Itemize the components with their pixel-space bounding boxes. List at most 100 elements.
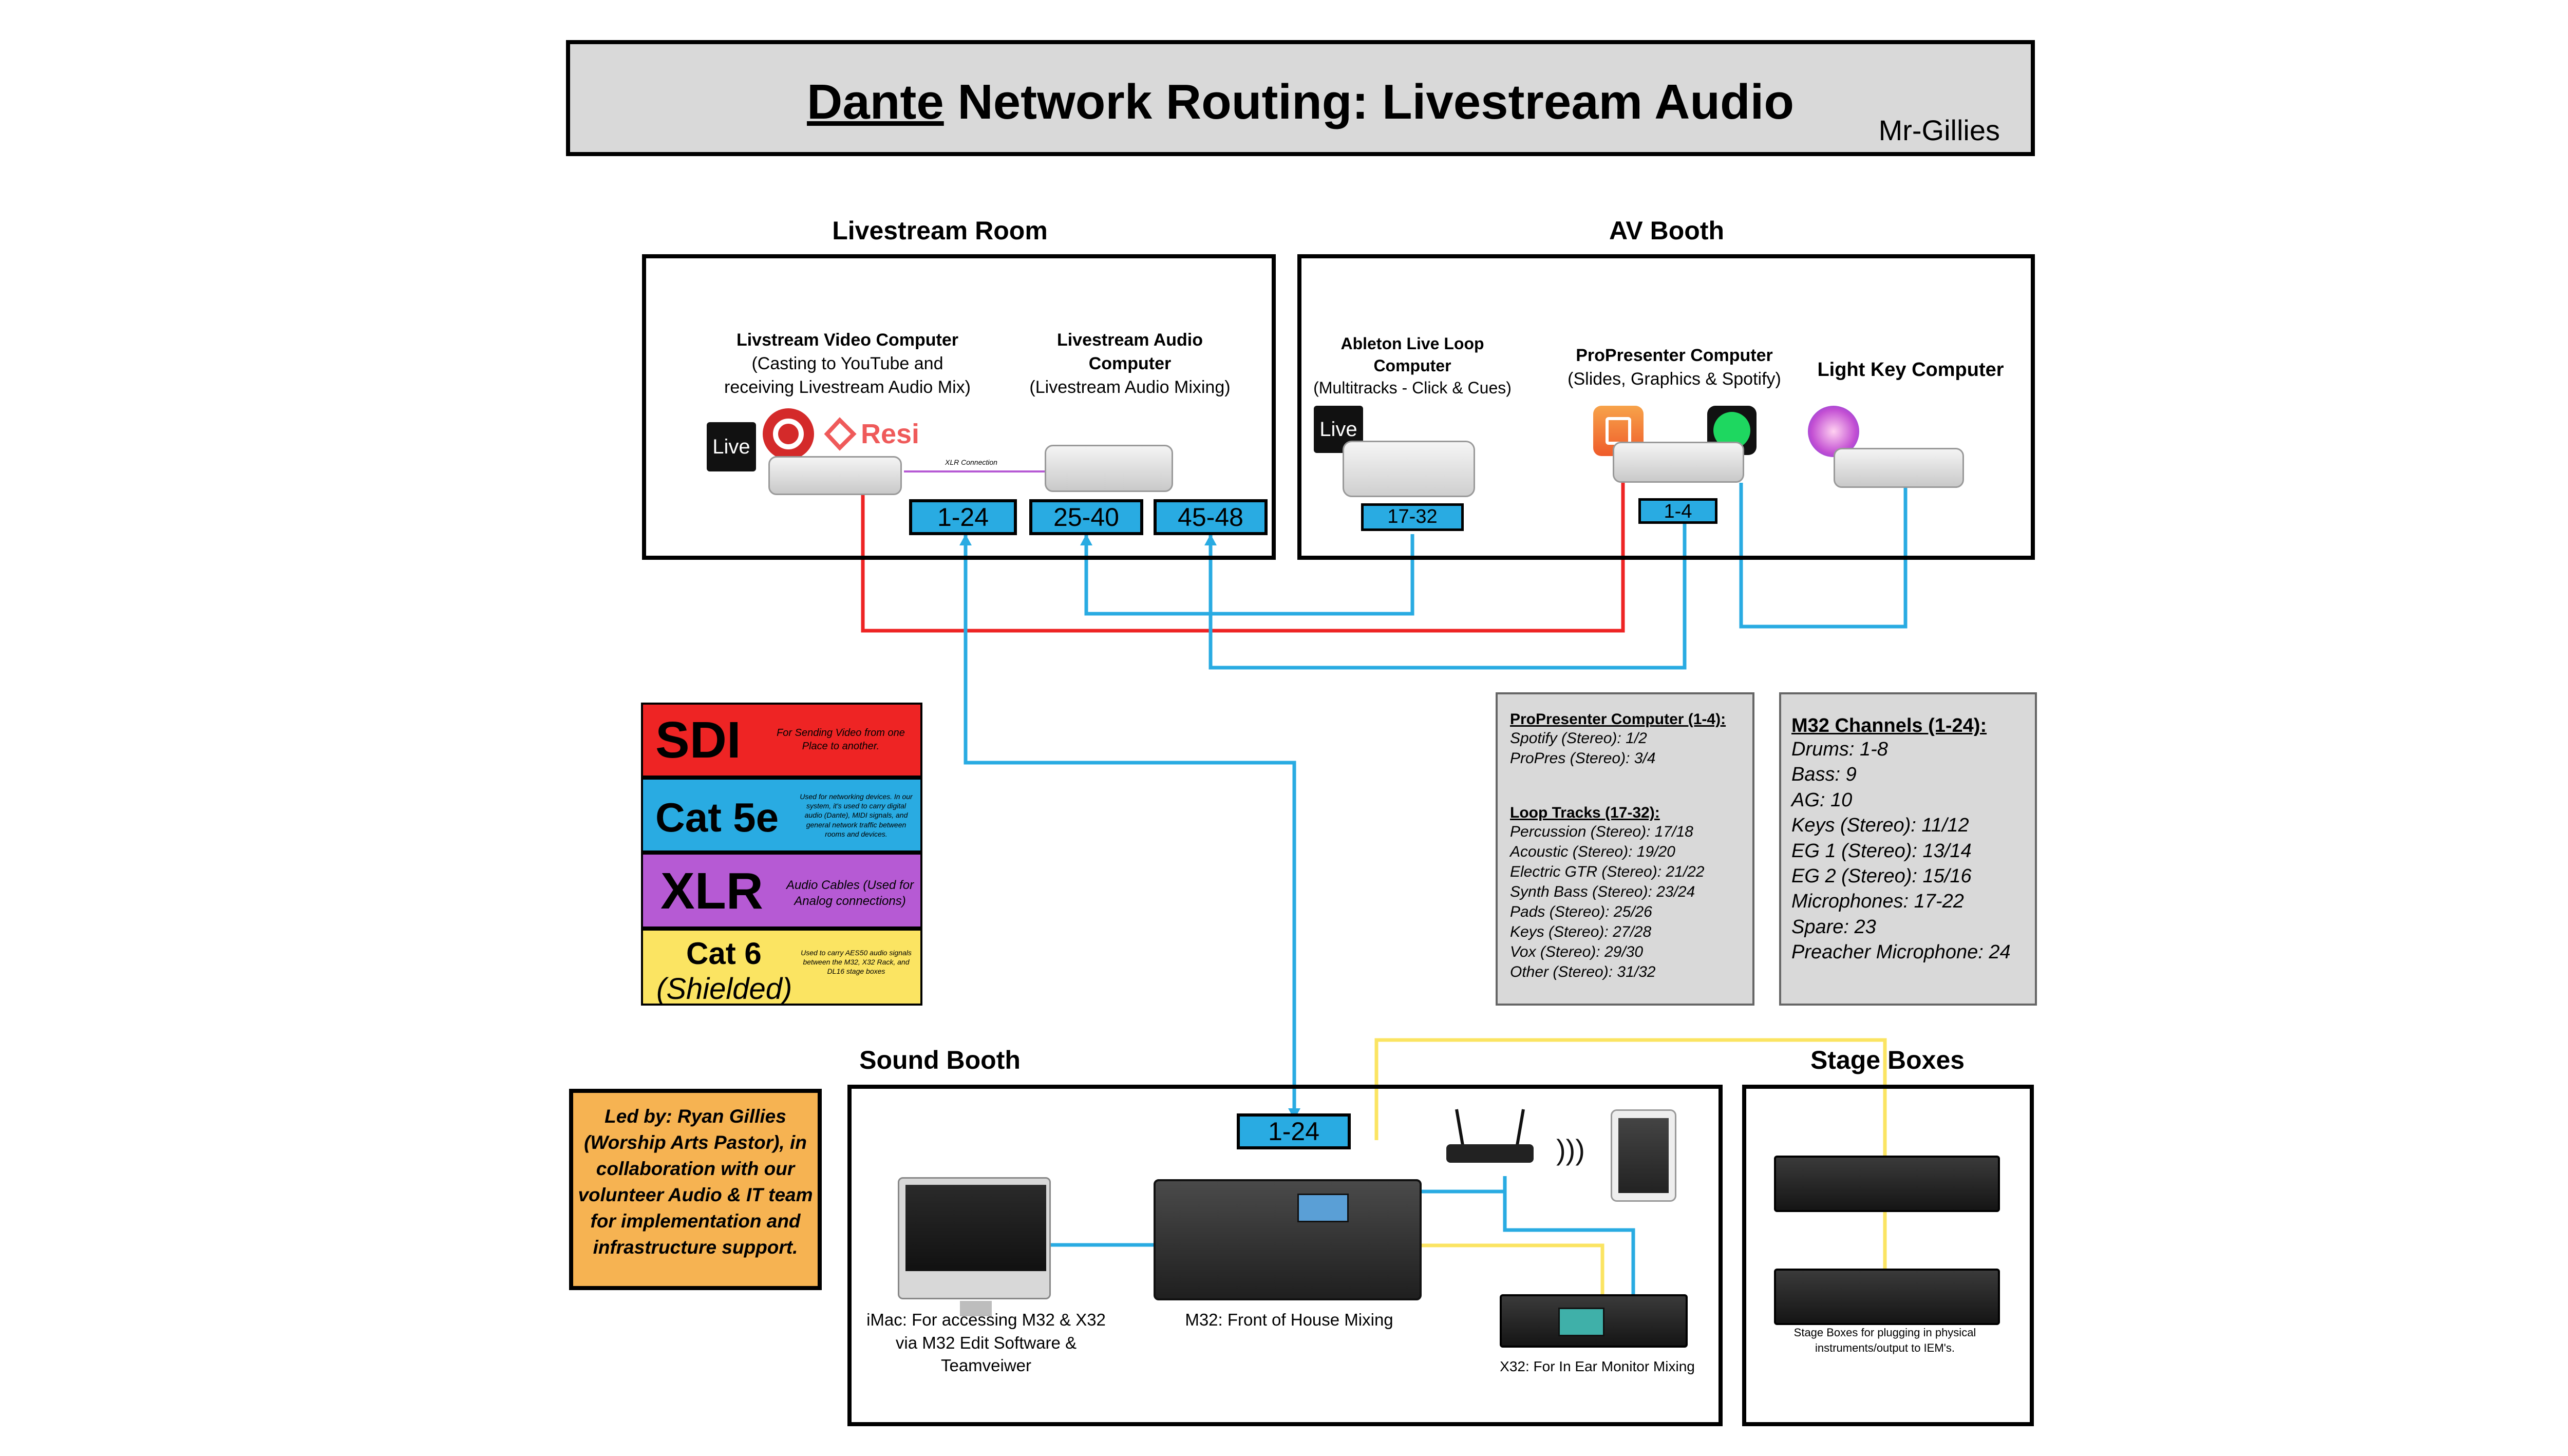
imac-caption-3: Teamveiwer [940,1356,1032,1375]
arrow-head [1080,534,1092,545]
m32-channel-line: EG 1 (Stereo): 13/14 [1791,840,1972,862]
propresenter-info-heading: ProPresenter Computer (1-4): [1510,711,1726,728]
obs-record-icon [763,408,814,460]
stage-box-top [1774,1156,2000,1212]
loop-tracks-heading: Loop Tracks (17-32): [1510,804,1660,821]
stage-boxes-region [1742,1085,2034,1426]
ableton-live-logo: Live [707,422,756,471]
lightkey-computer-name: Light Key Computer [1817,359,2004,381]
sound-booth-box [847,1085,1723,1426]
author: Mr-Gillies [1878,114,2000,146]
legend-cat5e-name: Cat 5e [655,795,779,840]
audio-computer-name-2: Computer [1088,353,1172,373]
legend-cat6-sub: (Shielded) [656,972,792,1006]
livestream-room-label: Livestream Room [832,216,1048,245]
propresenter-computer-desc: (Slides, Graphics & Spotify) [1568,369,1781,389]
legend-cat6: Cat 6 (Shielded) Used to carry AES50 aud… [641,929,922,1006]
ableton-mac-studio [1343,441,1475,497]
propresenter-mac [1613,442,1744,483]
stage-box-bottom [1774,1269,2000,1325]
imac-stand [960,1301,992,1316]
cat6-cable-x32 [1412,1243,1604,1294]
video-computer-desc-1: (Casting to YouTube and [751,353,943,373]
m32-caption: M32: Front of House Mixing [1185,1310,1393,1329]
av-booth-label: AV Booth [1609,216,1725,245]
legend-sdi-note: For Sending Video from one Place to anot… [777,727,905,752]
m32-channel-line: Keys (Stereo): 11/12 [1791,815,1969,837]
m32-channel-line: AG: 10 [1791,789,1853,811]
propresenter-info-line: Spotify (Stereo): 1/2 [1510,730,1647,747]
m32-console [1154,1179,1422,1300]
audio-computer-mac [1045,445,1173,492]
loop-track-line: Vox (Stereo): 29/30 [1510,943,1644,960]
audio-computer-name-1: Livestream Audio [1056,330,1203,350]
ableton-computer-name-1: Ableton Live Loop [1340,334,1484,353]
resi-icon [824,417,857,451]
propresenter-computer-title: ProPresenter Computer (Slides, Graphics … [1546,344,1803,391]
loop-track-line: Acoustic (Stereo): 19/20 [1510,843,1675,860]
legend-cat6-name: Cat 6 [686,936,762,971]
legend-cat6-note: Used to carry AES50 audio signals betwee… [801,949,912,976]
port-17-32: 17-32 [1361,503,1464,531]
stage-boxes-label: Stage Boxes [1810,1046,1965,1074]
ableton-computer-title: Ableton Live Loop Computer (Multitracks … [1305,333,1520,400]
video-computer-desc-2: receiving Livestream Audio Mix) [724,377,971,397]
m32-channel-line: EG 2 (Stereo): 15/16 [1791,865,1972,887]
wireless-signal-icon: ))) [1556,1133,1585,1166]
title-box: Dante Network Routing: Livestream Audio … [566,40,2035,156]
arrow-head [959,534,972,545]
m32-channel-line: Drums: 1-8 [1791,739,1888,760]
audio-computer-desc: (Livestream Audio Mixing) [1029,377,1231,397]
cat5e-cable-m32 [964,534,1296,1120]
xlr-connection-label: XLR Connection [945,458,997,466]
legend-sdi-name: SDI [655,711,741,769]
m32-screen [1297,1194,1349,1222]
x32-rack [1500,1294,1688,1348]
imac [898,1177,1051,1316]
cat5e-cable-propresenter [1209,524,1687,670]
port-45-48: 45-48 [1154,499,1268,535]
arrow-head [1204,534,1217,545]
loop-track-line: Keys (Stereo): 27/28 [1510,923,1652,940]
resi-logo: Resi [822,416,924,452]
cat6-cable-stage [1374,1038,1887,1156]
livestream-room-box [642,254,1276,560]
m32-channel-line: Microphones: 17-22 [1791,891,1964,913]
x32-caption: X32: For In Ear Monitor Mixing [1500,1358,1695,1374]
credits-box: Led by: Ryan Gillies (Worship Arts Pasto… [569,1089,822,1290]
router-icon [1441,1104,1539,1171]
m32-channel-line: Preacher Microphone: 24 [1791,941,2011,963]
tablet-icon [1611,1109,1676,1202]
legend-cat5e-note: Used for networking devices. In our syst… [800,792,913,838]
cat5e-cable-ableton [1084,534,1414,616]
video-computer-name: Livstream Video Computer [736,330,959,350]
port-1-24: 1-24 [909,499,1017,535]
loop-track-line: Other (Stereo): 31/32 [1510,963,1656,980]
resi-text: Resi [861,419,920,449]
legend-xlr-name: XLR [660,862,763,920]
loop-track-line: Pads (Stereo): 25/26 [1510,903,1652,920]
video-computer-title: Livstream Video Computer (Casting to You… [698,329,996,400]
port-1-4: 1-4 [1638,498,1717,524]
stage-boxes-caption: Stage Boxes for plugging in physical ins… [1793,1326,1976,1354]
propresenter-computer-name: ProPresenter Computer [1576,346,1773,365]
legend-sdi: SDI For Sending Video from one Place to … [641,703,922,778]
av-booth-box [1297,254,2035,560]
loop-track-line: Synth Bass (Stereo): 23/24 [1510,883,1695,900]
audio-computer-title: Livestream Audio Computer (Livestream Au… [1017,329,1243,400]
port-m32-1-24: 1-24 [1237,1113,1351,1149]
propresenter-info-line: ProPres (Stereo): 3/4 [1510,750,1656,767]
sound-booth-label: Sound Booth [859,1046,1021,1074]
ableton-computer-name-2: Computer [1373,356,1451,375]
page-title: Dante Network Routing: Livestream Audio [570,74,2031,130]
m32-channel-line: Spare: 23 [1791,916,1876,938]
loop-track-line: Electric GTR (Stereo): 21/22 [1510,863,1705,880]
m32-channel-line: Bass: 9 [1791,764,1857,786]
cat5e-cable-x32 [1503,1176,1635,1294]
imac-caption-1: iMac: For accessing M32 & X32 [866,1310,1106,1329]
m32-channels-box: M32 Channels (1-24): Drums: 1-8 Bass: 9 … [1779,692,2037,1006]
lightkey-mac [1834,448,1964,488]
legend-xlr: XLR Audio Cables (Used for Analog connec… [641,853,922,929]
legend-cat5e: Cat 5e Used for networking devices. In o… [641,778,922,853]
ableton-computer-desc: (Multitracks - Click & Cues) [1313,379,1512,398]
